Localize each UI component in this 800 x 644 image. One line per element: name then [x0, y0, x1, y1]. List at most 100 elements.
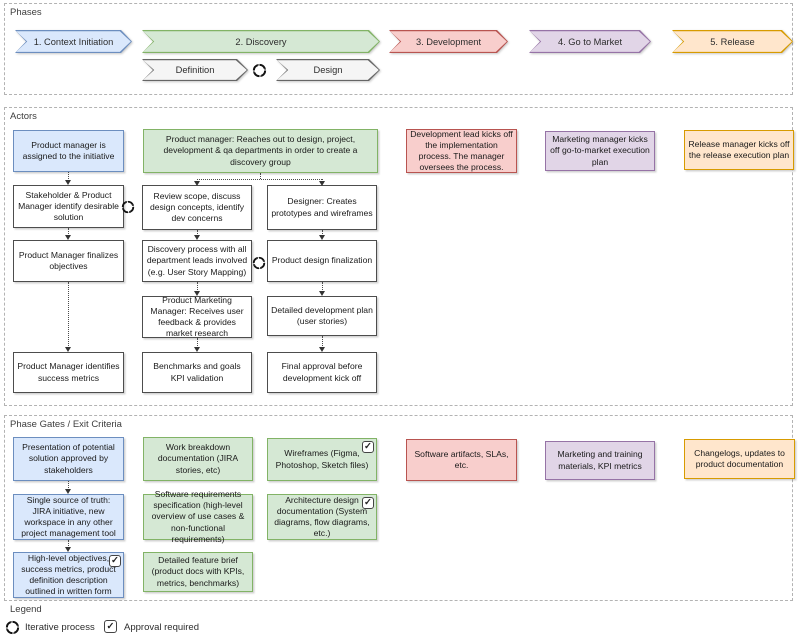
connector: [322, 282, 323, 292]
gate-box-feature-brief[interactable]: Detailed feature brief (product docs wit…: [143, 552, 253, 592]
gate-box-objectives[interactable]: High-level objectives, success metrics, …: [13, 552, 124, 598]
box-text: Product Marketing Manager: Receives user…: [150, 294, 244, 339]
connector: [322, 230, 323, 236]
actor-box-identify-solution[interactable]: Stakeholder & Product Manager identify d…: [13, 185, 124, 228]
connector-arrowhead: [318, 347, 325, 352]
connector: [68, 540, 69, 548]
connector: [68, 282, 69, 348]
gates-section-label: Phase Gates / Exit Criteria: [10, 419, 122, 430]
arrow-shape: [673, 31, 792, 52]
actors-section-label: Actors: [10, 111, 37, 122]
phase-label: 4. Go to Market: [557, 36, 623, 47]
actor-box-dev-plan[interactable]: Detailed development plan (user stories): [267, 296, 377, 336]
box-text: Development lead kicks off the implement…: [410, 128, 513, 173]
box-text: Marketing and training materials, KPI me…: [557, 449, 643, 471]
connector-arrowhead: [318, 181, 325, 186]
actor-box-marketing-feedback[interactable]: Product Marketing Manager: Receives user…: [142, 294, 252, 339]
connector-arrowhead: [193, 291, 200, 296]
connector: [197, 179, 198, 182]
box-text: Work breakdown documentation (JIRA stori…: [157, 442, 239, 475]
box-text: Product Manager identifies success metri…: [17, 361, 120, 383]
actors-section: [4, 107, 793, 406]
arrow-shape: [16, 31, 131, 52]
connector-arrowhead: [64, 547, 71, 552]
gate-box-marketing-materials[interactable]: Marketing and training materials, KPI me…: [545, 441, 655, 480]
box-text: Software requirements specification (hig…: [151, 489, 245, 544]
box-text: Detailed feature brief (product docs wit…: [151, 555, 245, 588]
actor-box-discovery-process[interactable]: Discovery process with all department le…: [142, 240, 252, 282]
subphase-label: Definition: [175, 65, 215, 75]
approval-checkbox-icon[interactable]: ✓: [362, 497, 374, 509]
connector-arrowhead: [318, 291, 325, 296]
box-text: Benchmarks and goals KPI validation: [153, 361, 241, 383]
actor-box-final-approval[interactable]: Final approval before development kick o…: [267, 352, 377, 393]
approval-checkbox-icon: ✓: [104, 620, 117, 633]
legend-iterative-label: Iterative process: [25, 622, 95, 633]
legend-approval-label: Approval required: [124, 622, 199, 633]
connector-arrowhead: [64, 235, 71, 240]
connector-arrowhead: [193, 235, 200, 240]
phase-arrow-development[interactable]: 3. Development: [389, 30, 508, 53]
legend-label: Legend: [10, 604, 42, 615]
phase-arrow-discovery[interactable]: 2. Discovery: [142, 30, 380, 53]
gate-box-presentation[interactable]: Presentation of potential solution appro…: [13, 437, 124, 481]
actor-box-finalize-objectives[interactable]: Product Manager finalizes objectives: [13, 240, 124, 282]
box-text: Product Manager finalizes objectives: [18, 249, 119, 271]
phase-arrow-go-to-market[interactable]: 4. Go to Market: [529, 30, 651, 53]
box-text: Product manager is assigned to the initi…: [22, 139, 115, 161]
box-text: Product manager: Reaches out to design, …: [163, 134, 358, 167]
phases-section: [4, 3, 793, 95]
actor-box-release-header[interactable]: Release manager kicks off the release ex…: [684, 130, 794, 170]
connector-arrowhead: [318, 235, 325, 240]
gate-box-architecture-docs[interactable]: Architecture design documentation (Syste…: [267, 494, 377, 540]
iterative-process-icon: [252, 256, 266, 270]
phases-section-label: Phases: [10, 7, 42, 18]
actor-box-kpi-validation[interactable]: Benchmarks and goals KPI validation: [142, 352, 252, 393]
gate-box-single-source[interactable]: Single source of truth: JIRA initiative,…: [13, 494, 124, 540]
phase-label: 2. Discovery: [235, 36, 287, 47]
iterative-process-icon: [5, 620, 20, 635]
box-text: Changelogs, updates to product documenta…: [694, 447, 785, 469]
box-text: Architecture design documentation (Syste…: [274, 494, 370, 539]
subphase-label: Design: [313, 65, 343, 75]
actor-box-review-scope[interactable]: Review scope, discuss design concepts, i…: [142, 185, 252, 230]
gate-box-work-breakdown[interactable]: Work breakdown documentation (JIRA stori…: [143, 437, 253, 481]
box-text: Single source of truth: JIRA initiative,…: [21, 494, 116, 539]
gates-section: [4, 415, 793, 601]
subphase-arrow-definition[interactable]: Definition: [142, 59, 248, 81]
connector-arrowhead: [193, 181, 200, 186]
actor-box-development-header[interactable]: Development lead kicks off the implement…: [406, 129, 517, 173]
actor-box-context-header[interactable]: Product manager is assigned to the initi…: [13, 130, 124, 172]
gate-box-wireframes[interactable]: Wireframes (Figma, Photoshop, Sketch fil…: [267, 438, 377, 481]
phase-arrow-context-initiation[interactable]: 1. Context Initiation: [15, 30, 132, 53]
box-text: Detailed development plan (user stories): [271, 304, 373, 326]
actor-box-design-finalization[interactable]: Product design finalization: [267, 240, 377, 282]
actor-box-designer-prototypes[interactable]: Designer: Creates prototypes and wirefra…: [267, 185, 377, 230]
approval-checkbox-icon[interactable]: ✓: [109, 555, 121, 567]
connector: [197, 230, 198, 236]
actor-box-gtm-header[interactable]: Marketing manager kicks off go-to-market…: [545, 131, 655, 171]
box-text: Designer: Creates prototypes and wirefra…: [271, 196, 373, 218]
box-text: Stakeholder & Product Manager identify d…: [18, 189, 119, 223]
box-text: Final approval before development kick o…: [281, 361, 363, 383]
arrow-shape: [530, 31, 650, 52]
connector: [197, 282, 198, 292]
gate-box-software-artifacts[interactable]: Software artifacts, SLAs, etc.: [406, 439, 517, 481]
connector: [68, 172, 69, 181]
connector: [68, 481, 69, 490]
gate-box-requirements-spec[interactable]: Software requirements specification (hig…: [143, 489, 253, 544]
actor-box-discovery-header[interactable]: Product manager: Reaches out to design, …: [143, 129, 378, 173]
phase-arrow-release[interactable]: 5. Release: [672, 30, 793, 53]
arrow-shape: [143, 31, 379, 52]
connector-arrowhead: [64, 347, 71, 352]
actor-box-success-metrics[interactable]: Product Manager identifies success metri…: [13, 352, 124, 393]
connector-arrowhead: [193, 347, 200, 352]
approval-checkbox-icon[interactable]: ✓: [362, 441, 374, 453]
box-text: Review scope, discuss design concepts, i…: [149, 190, 245, 224]
iterative-process-icon: [121, 200, 135, 214]
subphase-arrow-design[interactable]: Design: [276, 59, 380, 81]
connector: [260, 173, 261, 179]
box-text: Wireframes (Figma, Photoshop, Sketch fil…: [275, 448, 369, 470]
gate-box-changelogs[interactable]: Changelogs, updates to product documenta…: [684, 439, 795, 479]
